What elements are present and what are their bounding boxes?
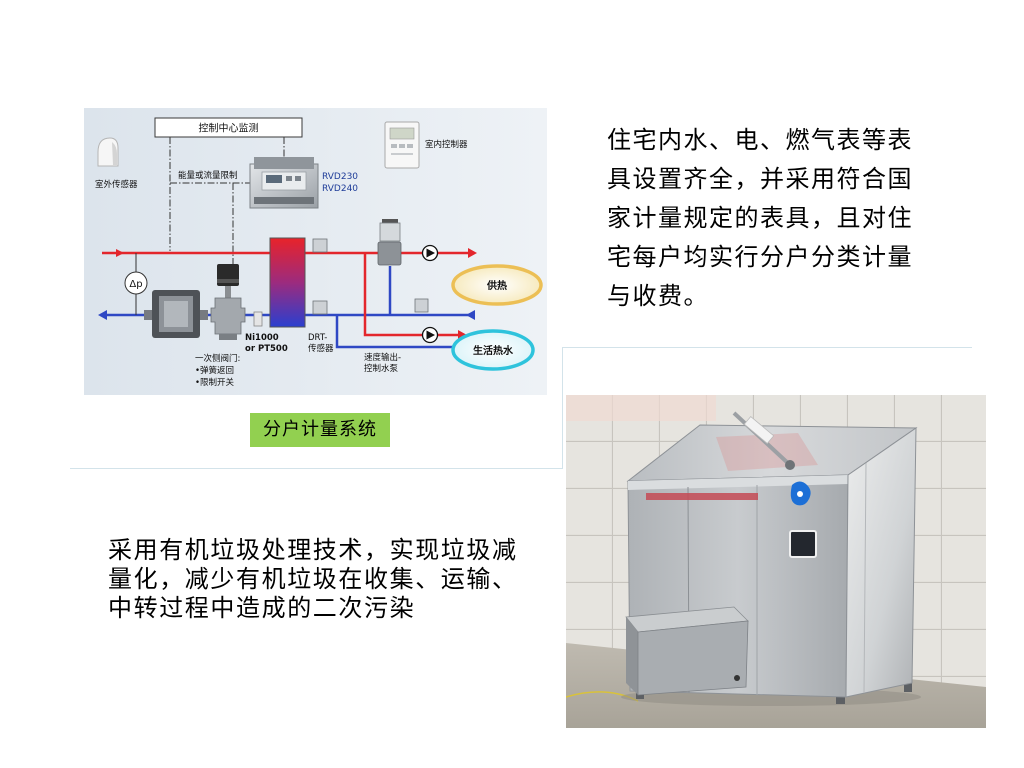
controller-display [266, 175, 282, 183]
metering-text-line: 住宅内水、电、燃气表等表 [607, 126, 913, 154]
waste-text-line: 中转过程中造成的二次污染 [108, 594, 416, 622]
heat-metering-diagram: 控制中心监测 室外传感器 能量或流量限制 RVD230 RVD240 室内控制器 [84, 108, 547, 395]
three-way-valve-body [377, 241, 402, 266]
controller-model-1: RVD230 [322, 172, 358, 182]
metering-text-line: 宅每户均实行分户分类计量 [607, 243, 913, 271]
control-center-box [154, 117, 303, 138]
dp-sensor-icon [124, 271, 148, 295]
exchanger-outlet [200, 310, 208, 320]
brand-logo-highlight [797, 491, 803, 497]
controller-button [295, 176, 301, 181]
feed-box-side [626, 617, 638, 695]
controller-cover [254, 157, 314, 169]
drt-sensor-label-2: 传感器 [308, 343, 334, 354]
temp-sensor-label-1: Ni1000 [245, 333, 279, 343]
hot-water-sensor-icon [414, 298, 429, 313]
return-sensor-icon [312, 300, 328, 315]
temperature-probe-icon [253, 311, 263, 327]
metering-description: 住宅内水、电、燃气表等表 具设置齐全，并采用符合国 家计量规定的表具，且对住 宅… [607, 121, 913, 316]
machine-leg [836, 693, 845, 704]
indoor-controller-label: 室内控制器 [425, 139, 468, 150]
photo-canvas [566, 395, 986, 728]
metering-text-line: 具设置齐全，并采用符合国 [607, 165, 913, 193]
diagram-caption: 分户计量系统 [250, 413, 390, 447]
waste-text-line: 量化，减少有机垃圾在收集、运输、 [108, 565, 518, 593]
machine-leg [904, 681, 912, 692]
indoor-controller-display [389, 127, 415, 140]
controller-terminals [254, 197, 314, 204]
primary-valve-feature-2: •限制开关 [195, 377, 235, 388]
three-way-valve-actuator-icon [379, 222, 401, 242]
waste-processor-photo [566, 395, 986, 728]
metering-text-line: 与收费。 [607, 282, 709, 310]
temp-sensor-label-2: or PT500 [245, 344, 288, 354]
drt-sensor-label-1: DRT- [308, 333, 327, 343]
divider-vertical [562, 347, 563, 469]
heating-label: 供热 [486, 279, 507, 292]
supply-sensor-icon [312, 238, 328, 253]
exchanger-inlet [144, 310, 152, 320]
diagram-canvas: 控制中心监测 室外传感器 能量或流量限制 RVD230 RVD240 室内控制器 [84, 108, 547, 395]
indoor-controller-button [407, 144, 413, 148]
supply-arrow-left [116, 249, 124, 257]
hot-water-return-pipe [335, 315, 454, 349]
wall-upper-tint [566, 395, 716, 421]
heating-circuit-ring [451, 264, 543, 306]
lever-pivot [785, 460, 795, 470]
inspection-window [789, 530, 817, 558]
dp-label: Δp [129, 279, 142, 290]
outdoor-sensor-label: 室外传感器 [95, 179, 138, 190]
divider-horizontal-left [70, 468, 562, 469]
indoor-controller-button [399, 144, 405, 148]
valve-actuator-band [217, 279, 239, 283]
primary-valve-label: 一次侧阀门: [195, 353, 240, 364]
indoor-controller-trim [391, 153, 413, 155]
three-way-valve-cap [382, 219, 398, 224]
metering-text-line: 家计量规定的表具，且对住 [607, 204, 913, 232]
machine-nameplate [646, 493, 758, 500]
energy-limit-label: 能量或流量限制 [178, 170, 238, 181]
controller-model-2: RVD240 [322, 184, 358, 194]
return-arrow-right [466, 310, 475, 320]
hot-water-label: 生活热水 [473, 344, 514, 357]
indoor-controller-button [391, 144, 397, 148]
side-panel-seam [863, 462, 867, 694]
control-center-label: 控制中心监测 [199, 122, 259, 135]
waste-description: 采用有机垃圾处理技术，实现垃圾减 量化，减少有机垃圾在收集、运输、 中转过程中造… [108, 536, 518, 623]
valve-base [219, 334, 237, 340]
lever-grip [743, 415, 775, 445]
speed-output-label-1: 速度输出- [364, 352, 401, 363]
buffer-tank [269, 237, 306, 328]
primary-valve-feature-1: •弹簧返回 [195, 365, 234, 376]
outdoor-sensor-shade [112, 142, 117, 165]
hot-water-pump-arrow [426, 330, 435, 340]
speed-output-label-2: 控制水泵 [364, 363, 399, 374]
divider-horizontal-right [562, 347, 972, 348]
hot-water-circuit-ring [451, 329, 535, 371]
supply-arrow-right [468, 248, 477, 258]
valve-body [210, 297, 246, 335]
heating-pump-arrow [426, 248, 435, 258]
controller-button [286, 176, 292, 181]
feed-box-outlet [734, 675, 740, 681]
machine-side-panel [845, 427, 917, 698]
return-arrow-left [98, 310, 107, 320]
heat-exchanger-plate [164, 301, 188, 327]
waste-text-line: 采用有机垃圾处理技术，实现垃圾减 [108, 536, 518, 564]
machine-front-trim [628, 475, 848, 490]
valve-stem [225, 286, 231, 298]
feed-box-front [637, 620, 749, 696]
